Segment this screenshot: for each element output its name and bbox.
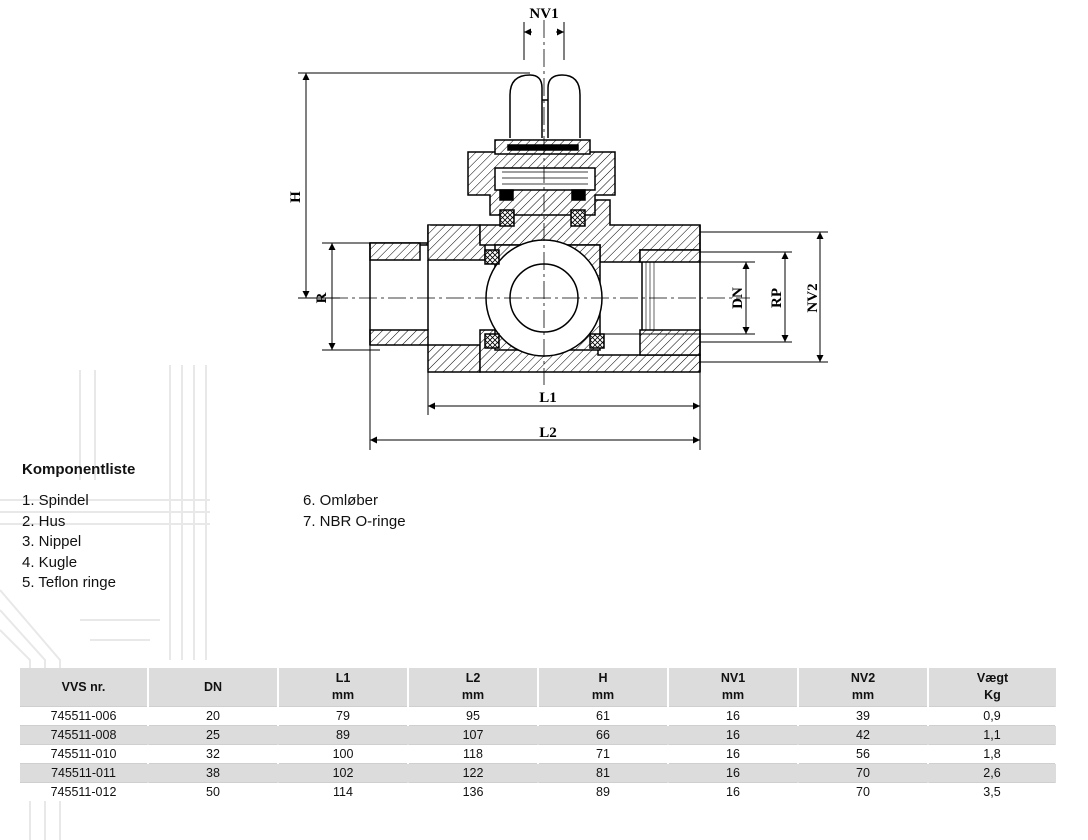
table-cell: 89 [538,782,668,801]
table-cell: 16 [668,763,798,783]
table-cell: 114 [278,782,408,801]
table-cell: 50 [148,782,278,801]
table-cell: 745511-012 [20,782,148,801]
column-header-unit: mm [851,688,875,702]
table-cell: 122 [408,763,538,783]
column-header: DN [148,668,279,707]
table-cell: 745511-010 [20,744,148,764]
component-item: 2. Hus [22,512,66,530]
table-cell: 89 [278,725,408,745]
component-list-col-2: 6. Omløber 7. NBR O-ringe [303,491,406,532]
dim-label-h: H [288,191,304,203]
component-item: 3. Nippel [22,533,82,551]
table-cell: 1,8 [928,744,1056,764]
column-header-unit: mm [331,688,355,702]
table-cell: 16 [668,725,798,745]
column-header-unit: mm [461,688,485,702]
dim-label-nv2: NV2 [805,283,821,312]
table-cell: 3,5 [928,782,1056,801]
column-header-name: H [598,671,608,685]
column-header-name: Vægt [976,671,1009,685]
table-cell: 95 [408,706,538,726]
dim-label-nv1: NV1 [529,6,558,22]
table-cell: 107 [408,725,538,745]
component-item: 7. NBR O-ringe [303,512,406,530]
table-cell: 16 [668,744,798,764]
column-header: L1 mm [278,668,409,707]
table-cell: 100 [278,744,408,764]
valve-section-drawing: NV1 H R DN RP NV2 L1 L2 [288,6,828,450]
column-header-name: VVS nr. [61,679,106,694]
dim-label-r: R [314,292,330,303]
dim-label-rp: RP [769,288,785,308]
table-cell: 2,6 [928,763,1056,783]
table-cell: 71 [538,744,668,764]
column-header-name: L2 [465,671,481,685]
table-cell: 70 [798,763,928,783]
column-header-name: L1 [335,671,351,685]
column-header-unit: mm [591,688,615,702]
valve-stem-assembly [467,74,616,227]
component-list-col-1: 1. Spindel 2. Hus 3. Nippel 4. Kugle 5. Tefl… [22,491,116,594]
table-cell: 118 [408,744,538,764]
column-header-name: DN [203,679,223,694]
column-header-unit: mm [721,688,745,702]
column-header: NV1 mm [668,668,799,707]
table-cell: 25 [148,725,278,745]
component-item: 5. Teflon ringe [22,574,116,592]
table-cell: 102 [278,763,408,783]
table-cell: 70 [798,782,928,801]
dim-label-l1: L1 [539,390,557,406]
table-cell: 81 [538,763,668,783]
table-cell: 61 [538,706,668,726]
dimension-lines [298,22,828,450]
table-cell: 16 [668,782,798,801]
component-item: 1. Spindel [22,492,89,509]
table-cell: 16 [668,706,798,726]
centre-lines [330,20,750,385]
table-cell: 79 [278,706,408,726]
table-cell: 32 [148,744,278,764]
column-header: VVS nr. [20,668,149,707]
table-cell: 66 [538,725,668,745]
column-header: L2 mm [408,668,539,707]
table-cell: 0,9 [928,706,1056,726]
table-cell: 745511-006 [20,706,148,726]
table-cell: 745511-011 [20,763,148,783]
dim-label-l2: L2 [539,425,557,441]
table-cell: 20 [148,706,278,726]
table-cell: 136 [408,782,538,801]
table-cell: 38 [148,763,278,783]
table-cell: 56 [798,744,928,764]
column-header-unit: Kg [984,688,1001,702]
component-item: 6. Omløber [303,492,379,509]
table-cell: 745511-008 [20,725,148,745]
table-cell: 42 [798,725,928,745]
column-header: NV2 mm [798,668,929,707]
component-list-title: Komponentliste [22,461,136,478]
column-header-name: NV2 [850,671,876,685]
column-header-name: NV1 [720,671,746,685]
dim-label-dn: DN [730,287,746,309]
component-item: 4. Kugle [22,553,78,571]
table-cell: 1,1 [928,725,1056,745]
table-cell: 39 [798,706,928,726]
